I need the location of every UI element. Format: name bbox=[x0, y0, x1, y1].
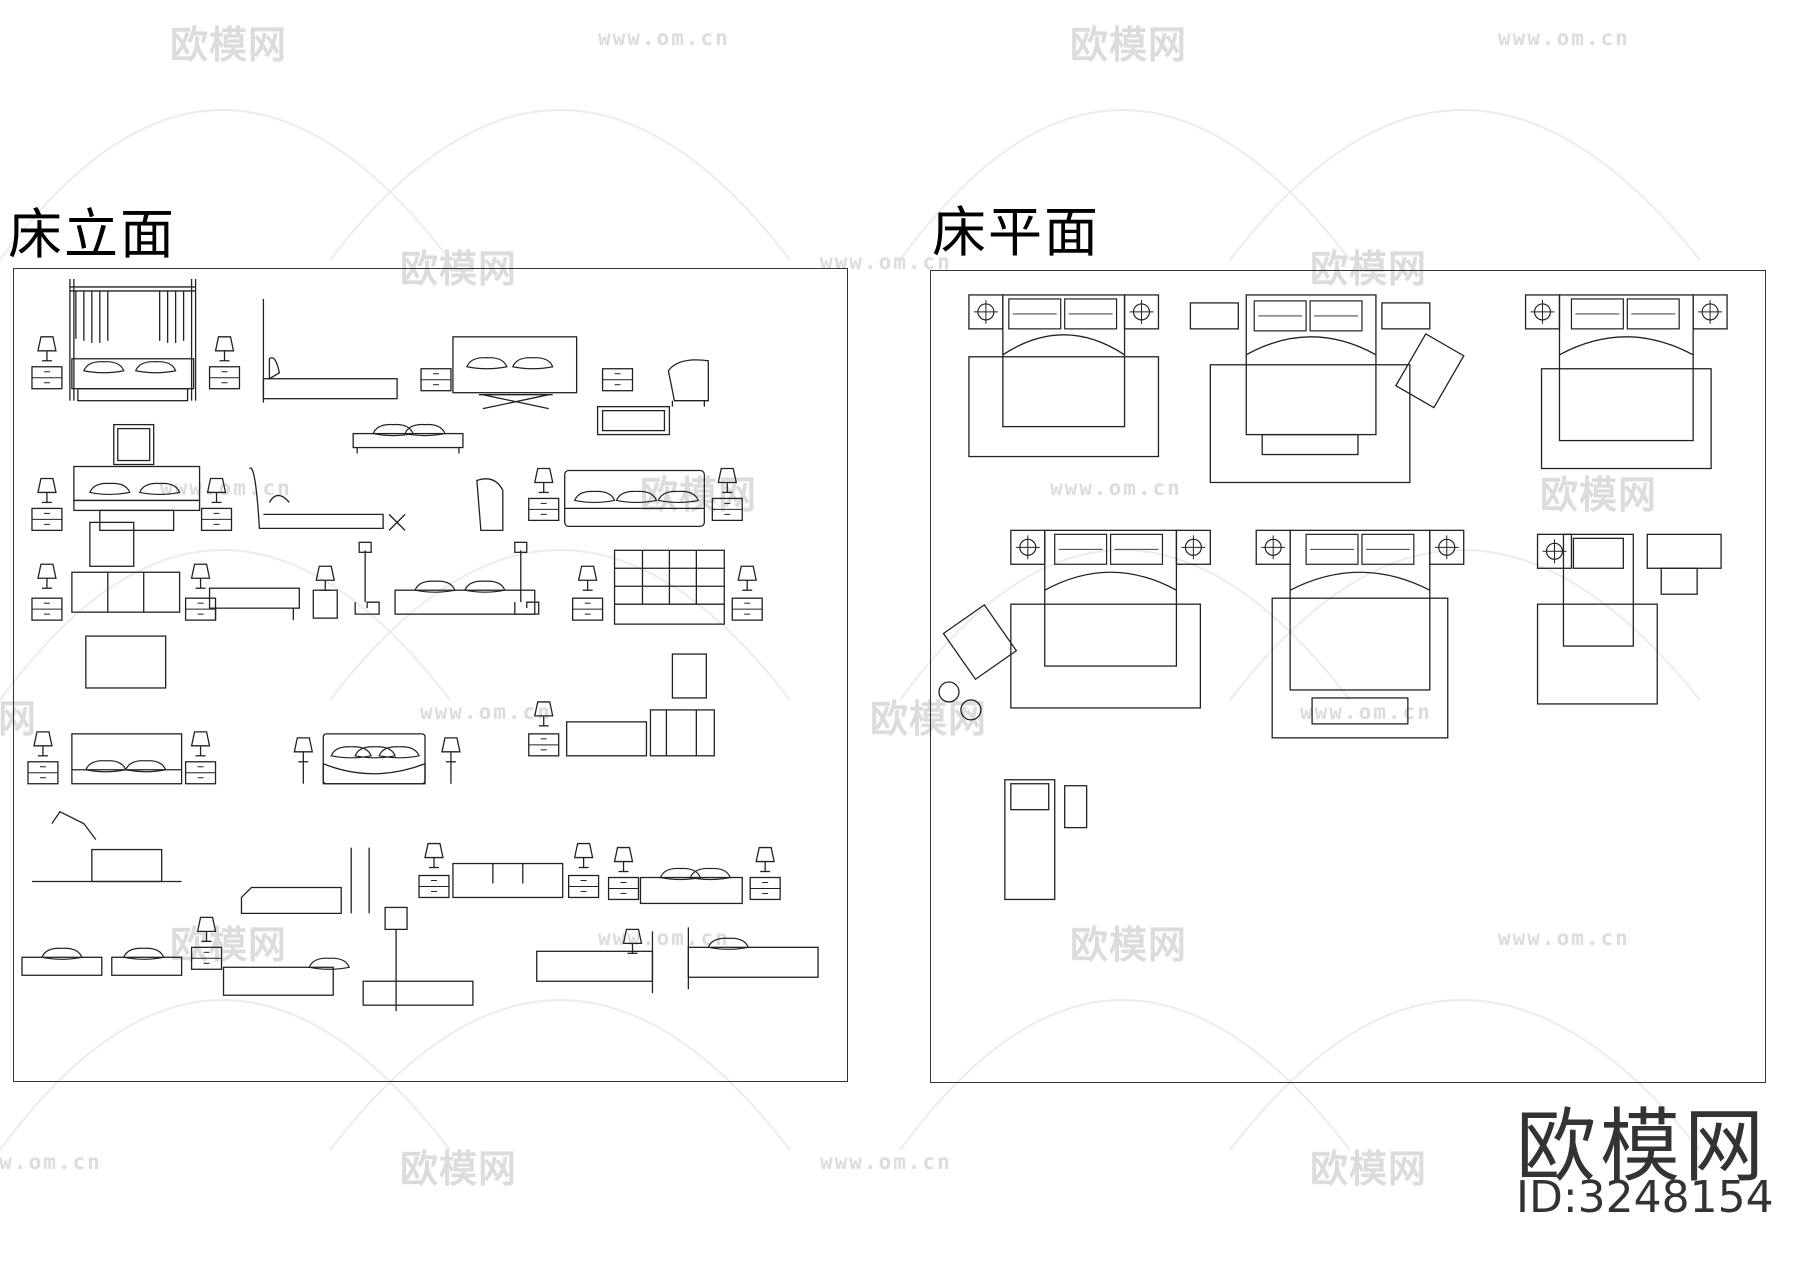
wing-chair bbox=[476, 478, 504, 532]
draped-bed bbox=[322, 733, 426, 785]
cross-leg-bed bbox=[639, 867, 743, 905]
single-bed-nightstand bbox=[222, 957, 350, 996]
wall-picture bbox=[113, 423, 155, 466]
watermark-url: www.om.cn bbox=[820, 1150, 952, 1174]
plan-panel bbox=[930, 270, 1766, 1083]
plan-bed-3 bbox=[1524, 294, 1728, 470]
drape-bed-side bbox=[240, 847, 370, 915]
watermark-brand: 欧模网 bbox=[1310, 1147, 1428, 1191]
single-bed-low-2 bbox=[111, 947, 183, 976]
plan-bed-2 bbox=[1189, 294, 1465, 484]
bed-elevation-drawings bbox=[21, 278, 819, 1012]
modern-bed bbox=[71, 733, 183, 785]
mirror bbox=[89, 521, 135, 567]
bed-plan-drawings bbox=[938, 294, 1728, 901]
watermark-url: www.om.cn bbox=[598, 26, 730, 50]
watermark-url: www.om.cn bbox=[0, 1150, 102, 1174]
plan-bed-5 bbox=[1255, 529, 1465, 739]
panel-bed-bench bbox=[452, 336, 578, 410]
elevation-panel bbox=[13, 268, 848, 1082]
single-bed-end bbox=[687, 927, 819, 990]
armchair bbox=[667, 359, 709, 407]
plan-bed-7 bbox=[1004, 779, 1088, 901]
plan-bed-4 bbox=[938, 529, 1211, 721]
watermark-brand: 欧模网 bbox=[400, 1147, 518, 1191]
upholstered-bed bbox=[564, 469, 705, 528]
elevation-title: 床立面 bbox=[8, 203, 176, 266]
bench-bed bbox=[208, 587, 300, 621]
low-bed-side bbox=[262, 298, 398, 403]
floor-lamp-daybed bbox=[362, 906, 474, 1012]
plan-title: 床平面 bbox=[932, 201, 1100, 264]
floor-lamp-bed bbox=[31, 810, 182, 883]
single-bed-plain bbox=[536, 931, 654, 994]
side-table-chair bbox=[312, 589, 338, 619]
headboard-grid-bed bbox=[613, 549, 725, 625]
watermark-brand: 欧模网 bbox=[1070, 23, 1188, 67]
plan-bed-6 bbox=[1536, 533, 1722, 705]
dresser-bed bbox=[71, 571, 181, 613]
canopy-bed bbox=[69, 278, 197, 402]
simple-bed-low bbox=[352, 423, 464, 454]
vanity-bed bbox=[566, 709, 715, 757]
single-bed-low-1 bbox=[21, 947, 103, 976]
watermark-brand: 欧模网 bbox=[170, 23, 288, 67]
daybed bbox=[248, 467, 406, 531]
plan-bed-1 bbox=[968, 294, 1160, 458]
watermark-url: www.om.cn bbox=[1498, 26, 1630, 50]
turned-leg-tables bbox=[293, 737, 461, 784]
vanity-mirror bbox=[671, 653, 707, 699]
double-bed-bench bbox=[73, 465, 201, 532]
wall-art bbox=[85, 635, 167, 689]
brand-logo-text: 欧模网 bbox=[1516, 1100, 1768, 1193]
model-id: ID:3248154 bbox=[1516, 1172, 1774, 1223]
wall-frame-small bbox=[596, 406, 671, 436]
greek-key-bed bbox=[354, 541, 540, 615]
padded-bed bbox=[452, 862, 564, 899]
